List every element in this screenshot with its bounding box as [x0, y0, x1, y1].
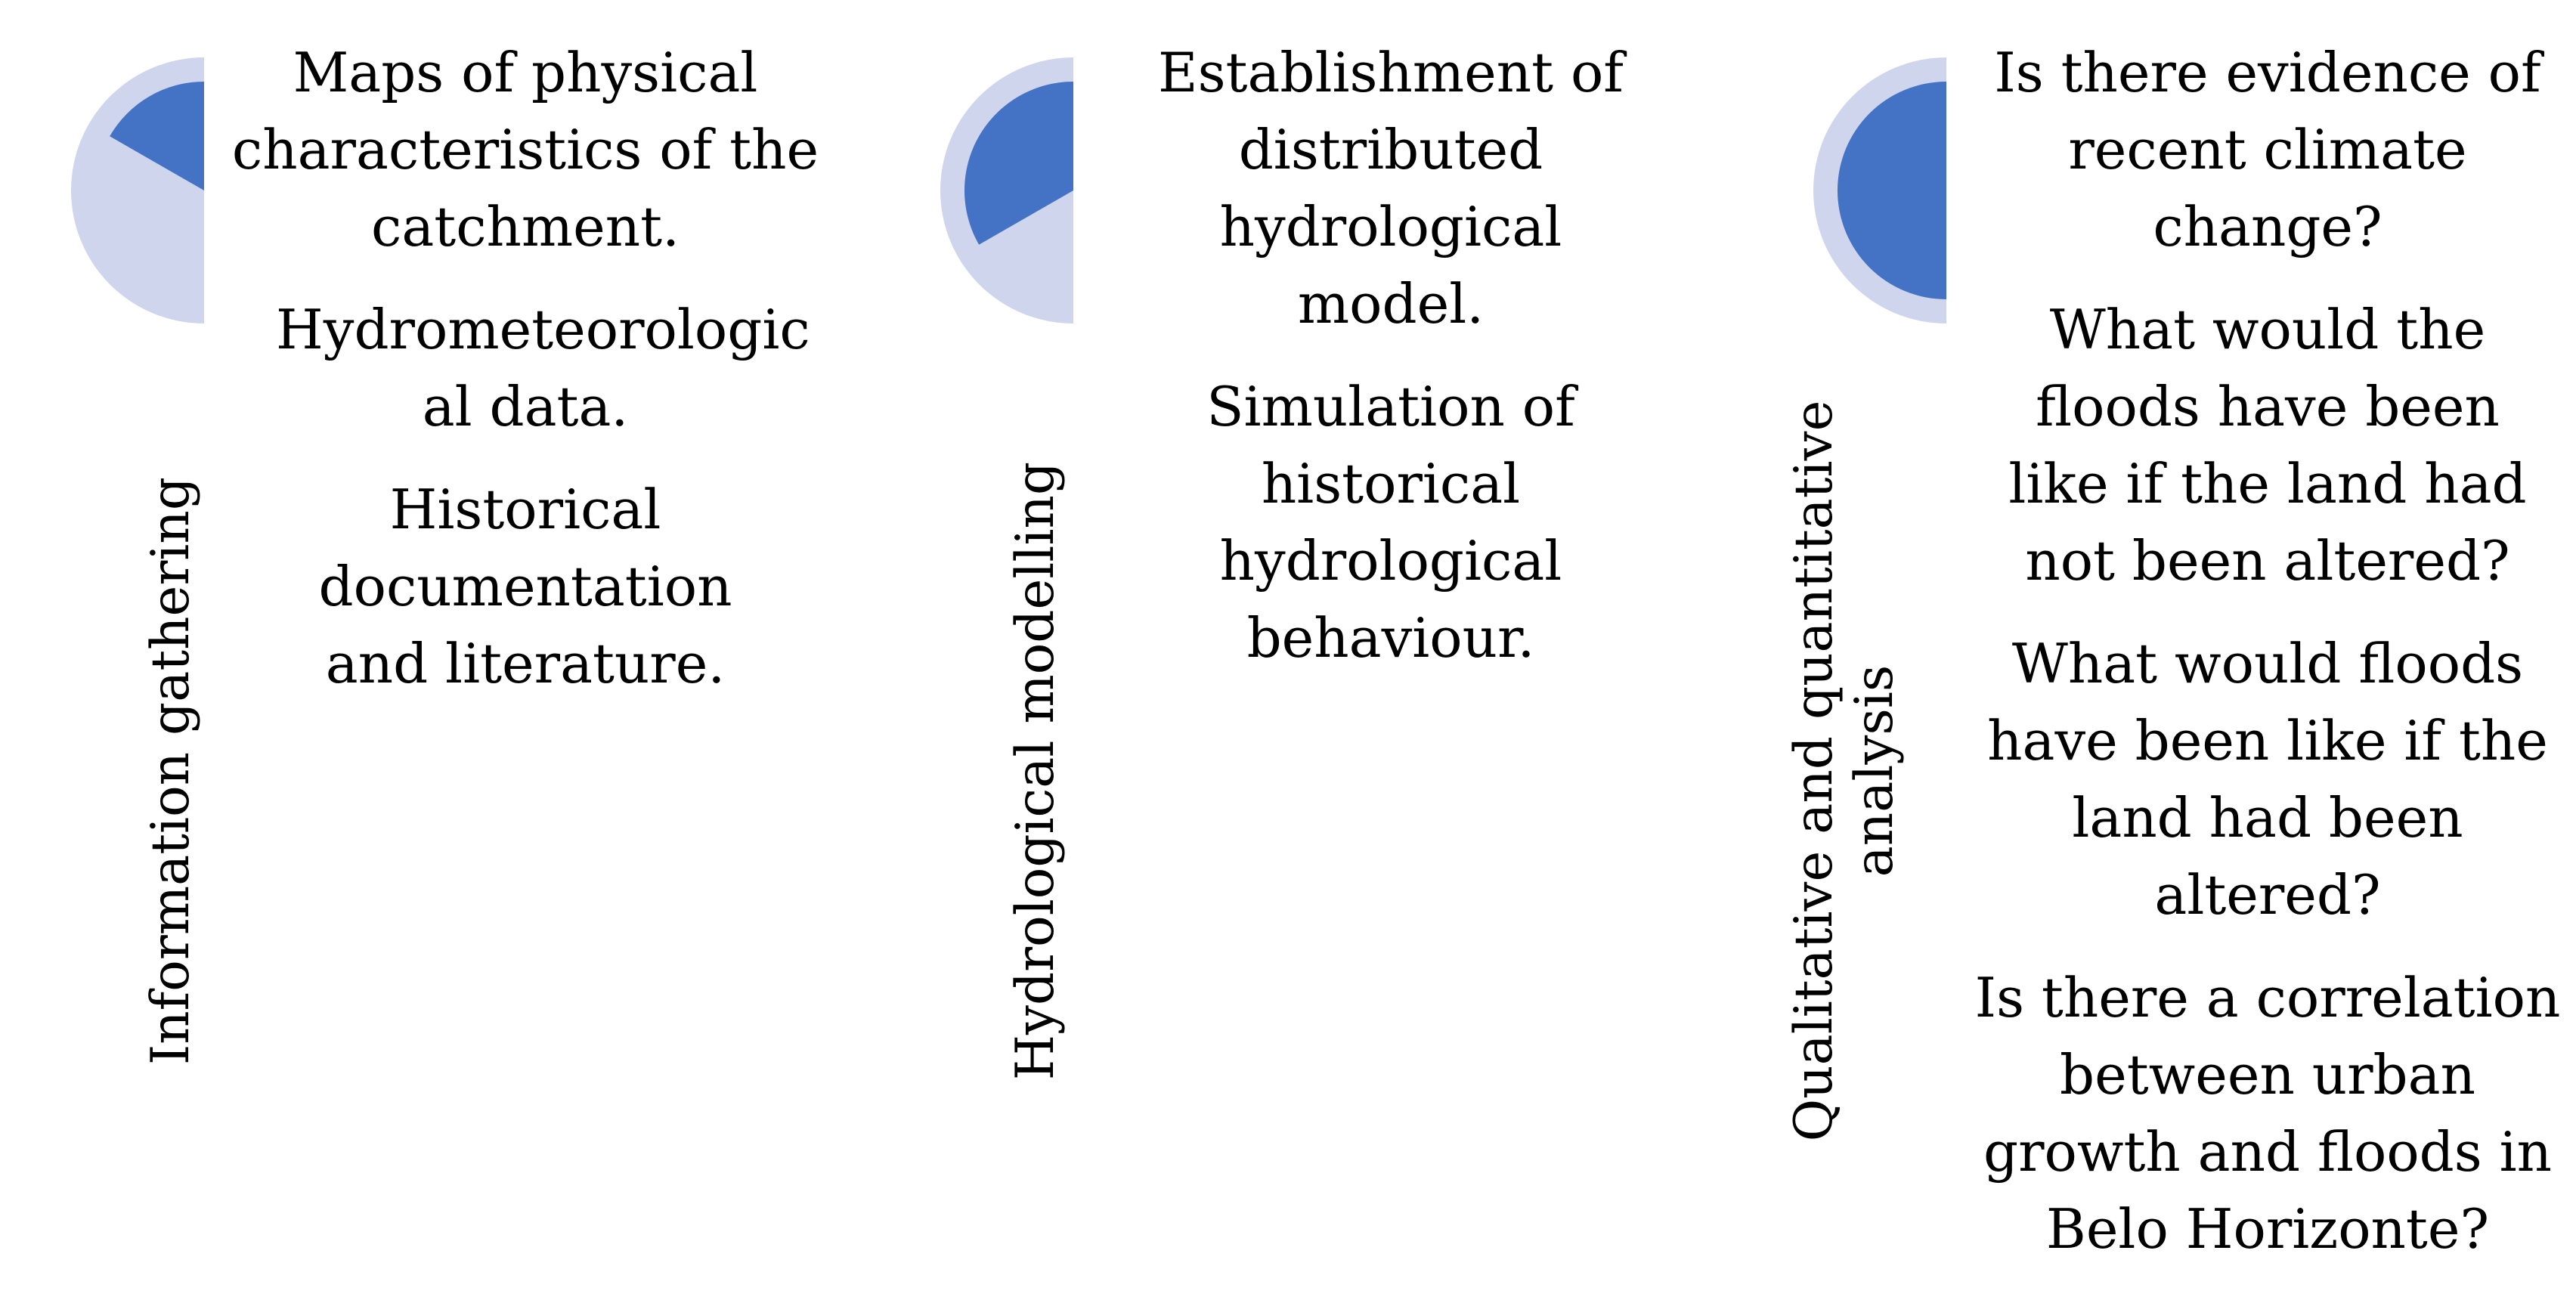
- stage-label-text: Qualitative and quantitative analysis: [1784, 400, 1905, 1142]
- stage-label-information-gathering: Information gathering: [129, 242, 212, 1300]
- pie-fill: [1838, 82, 1946, 299]
- pie-icon-qualitative-quantitative-analysis: [1773, 57, 1954, 323]
- list-item: What would floods have been like if the …: [1987, 632, 2548, 927]
- stage-items-hydrological-modelling: Establishment of distributed hydrologica…: [1088, 34, 1693, 702]
- stage-items-qualitative-quantitative-analysis: Is there evidence of recent climate chan…: [1958, 34, 2576, 1293]
- stage-label-qualitative-quantitative-analysis: Qualitative and quantitative analysis: [1784, 355, 1912, 1187]
- list-item: Maps of physical characteristics of the …: [231, 41, 819, 258]
- list-item: Hydrometeorologic al data.: [276, 298, 810, 438]
- pie-icon-information-gathering: [30, 57, 212, 323]
- pie-fill: [964, 82, 1073, 245]
- stage-label-hydrological-modelling: Hydrological modelling: [994, 242, 1077, 1300]
- list-item: What would the floods have been like if …: [2008, 298, 2527, 593]
- stage-items-information-gathering: Maps of physical characteristics of the …: [231, 34, 820, 728]
- list-item: Is there evidence of recent climate chan…: [1994, 41, 2541, 258]
- list-item: Historical documentation and literature.: [318, 478, 732, 695]
- stage-label-text: Information gathering: [141, 477, 201, 1066]
- stage-label-text: Hydrological modelling: [1005, 461, 1066, 1081]
- list-item: Is there a correlation between urban gro…: [1974, 966, 2561, 1261]
- pie-fill: [110, 82, 204, 190]
- list-item: Simulation of historical hydrological be…: [1206, 375, 1575, 670]
- pie-icon-hydrological-modelling: [899, 57, 1081, 323]
- list-item: Establishment of distributed hydrologica…: [1158, 41, 1624, 336]
